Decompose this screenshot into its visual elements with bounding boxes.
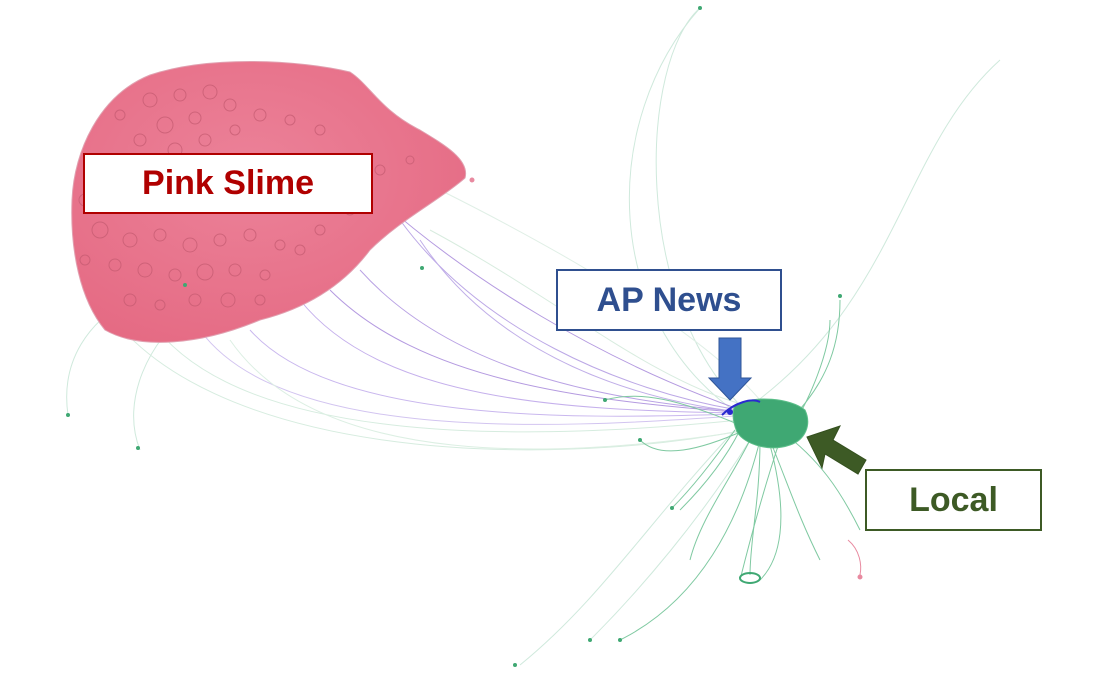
- pink-slime-label: Pink Slime: [83, 153, 373, 214]
- local-cluster: [66, 6, 863, 667]
- ap-news-label: AP News: [556, 269, 782, 331]
- faint-edges: [66, 7, 1001, 666]
- ap-news-node: [721, 399, 761, 416]
- bridge-edges: [99, 189, 761, 451]
- local-label: Local: [865, 469, 1042, 531]
- arrow-up-left-icon: [806, 425, 867, 475]
- arrow-down-icon: [707, 337, 753, 401]
